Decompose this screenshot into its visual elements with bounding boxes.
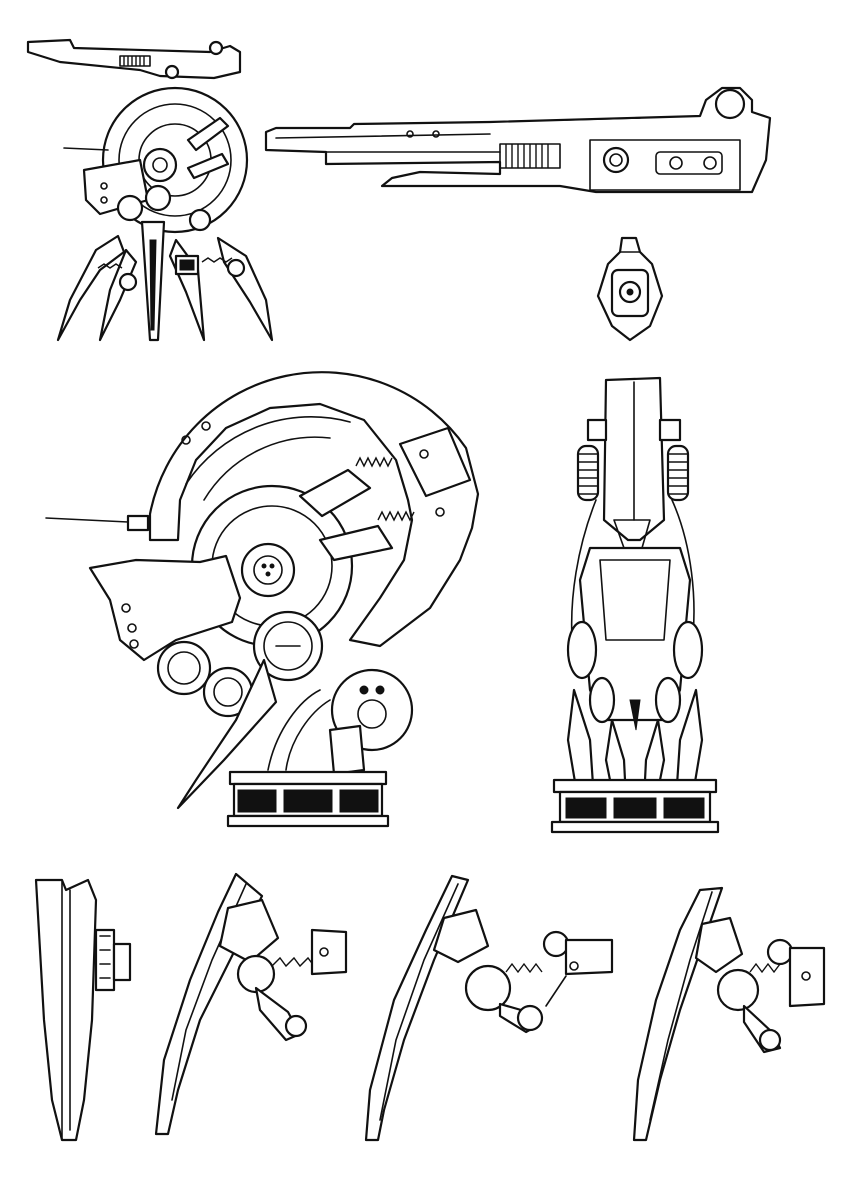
drone-turret-rear-view-icon [550, 376, 720, 834]
claw-leg-pose-icon [154, 872, 348, 1136]
claw-leg-pose-icon [364, 874, 614, 1142]
drone-turret-front-icon [26, 38, 274, 342]
drone-turret-side-view-icon [45, 371, 480, 828]
cannon-side-view-icon [264, 86, 772, 194]
claw-leg-pose-icon [632, 886, 826, 1142]
claw-leg-front-view-icon [34, 878, 132, 1142]
cannon-muzzle-end-view-icon [596, 236, 664, 342]
